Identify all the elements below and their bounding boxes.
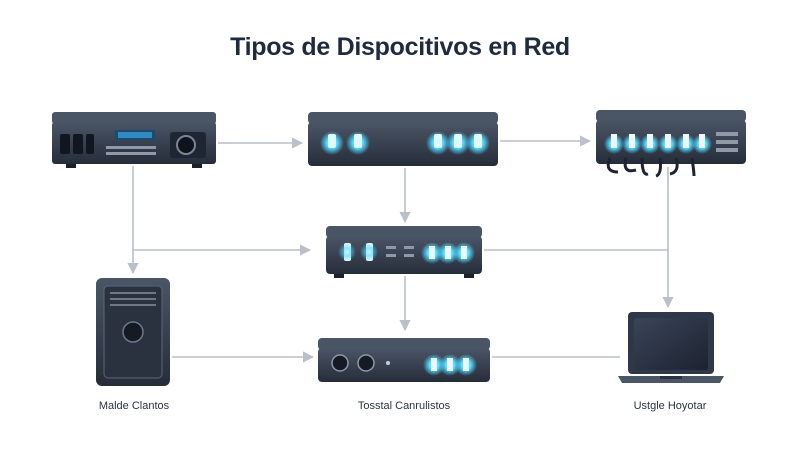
laptop-icon: [618, 312, 724, 383]
caption-center: Tosstal Canrulistos: [357, 400, 451, 412]
connector-amplifier-to-switch: [132, 166, 312, 256]
network-hub-icon: [308, 112, 498, 166]
connector-switch-to-laptop: [484, 167, 669, 251]
network-switch-icon: [326, 226, 482, 278]
network-device-icon: [318, 338, 490, 382]
rack-receiver-icon: [52, 112, 216, 168]
tower-pc-icon: [96, 278, 170, 386]
patch-panel-icon: [596, 110, 746, 178]
caption-left: Malde Clantos: [98, 400, 170, 412]
connector-lines: [127, 135, 674, 363]
caption-right: Ustgle Hoyotar: [633, 400, 707, 412]
diagram-title: Tipos de Dispocitivos en Red: [230, 33, 570, 61]
